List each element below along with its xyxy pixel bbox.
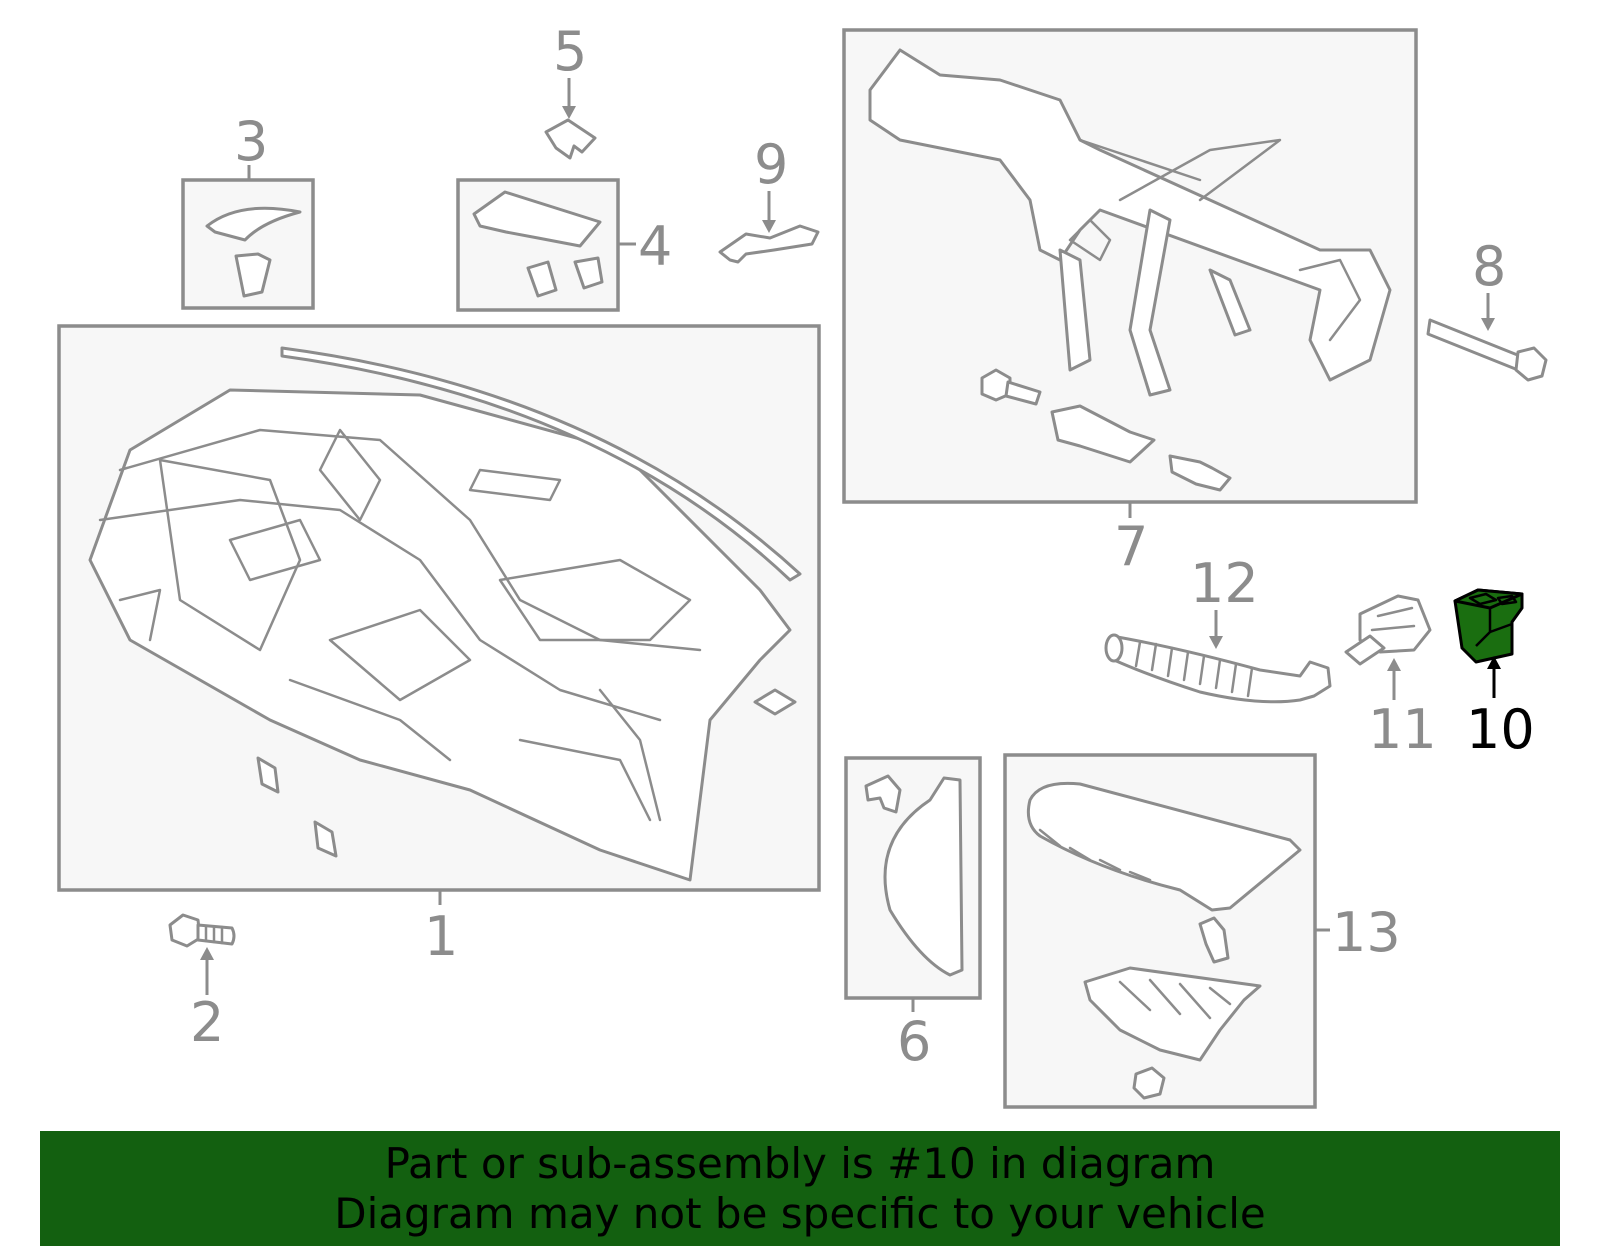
callout-2-group: 2: [190, 947, 224, 1054]
callout-5: 5: [553, 20, 587, 83]
part-2-bolt[interactable]: [168, 913, 236, 948]
callout-2: 2: [190, 991, 224, 1054]
callout-4-group: 4: [618, 215, 672, 278]
callout-6: 6: [897, 1010, 931, 1073]
callout-7-group: 7: [1114, 502, 1148, 578]
part-10-switch-highlighted[interactable]: [1453, 588, 1524, 664]
part-6-side-cover[interactable]: [844, 756, 982, 1000]
callout-3-group: 3: [234, 110, 268, 180]
banner-line-2: Diagram may not be specific to your vehi…: [334, 1189, 1266, 1238]
callout-4: 4: [638, 215, 672, 278]
callout-12-group: 12: [1190, 552, 1259, 649]
part-11-sensor[interactable]: [1344, 594, 1432, 666]
part-8-bolt[interactable]: [1426, 318, 1548, 382]
part-1-instrument-panel[interactable]: [57, 324, 821, 892]
part-12-duct-hose[interactable]: [1104, 633, 1332, 704]
part-7-steering-hanger-beam[interactable]: [842, 28, 1418, 504]
callout-12: 12: [1190, 552, 1259, 615]
part-9-bracket[interactable]: [718, 224, 820, 264]
callout-13-group: 13: [1315, 901, 1401, 964]
callout-9-group: 9: [754, 133, 788, 233]
callout-7: 7: [1114, 515, 1148, 578]
callout-11: 11: [1368, 698, 1437, 761]
part-13-glove-box[interactable]: [1003, 753, 1317, 1109]
callout-9: 9: [754, 133, 788, 196]
part-5-clip[interactable]: [544, 118, 597, 160]
callout-5-group: 5: [553, 20, 587, 119]
callout-8: 8: [1472, 235, 1506, 298]
callout-1: 1: [424, 905, 458, 968]
part-4-bracket[interactable]: [456, 178, 620, 312]
callout-13: 13: [1332, 901, 1401, 964]
banner-line-1: Part or sub-assembly is #10 in diagram: [384, 1139, 1216, 1188]
info-banner: Part or sub-assembly is #10 in diagram D…: [40, 1131, 1560, 1246]
callout-11-group: 11: [1368, 658, 1437, 761]
callout-8-group: 8: [1472, 235, 1506, 331]
callout-1-group: 1: [424, 890, 458, 968]
callout-10-group: 10: [1466, 656, 1535, 761]
part-3-cap[interactable]: [181, 178, 315, 310]
callout-6-group: 6: [897, 998, 931, 1073]
callout-10: 10: [1466, 698, 1535, 761]
callout-3: 3: [234, 110, 268, 173]
